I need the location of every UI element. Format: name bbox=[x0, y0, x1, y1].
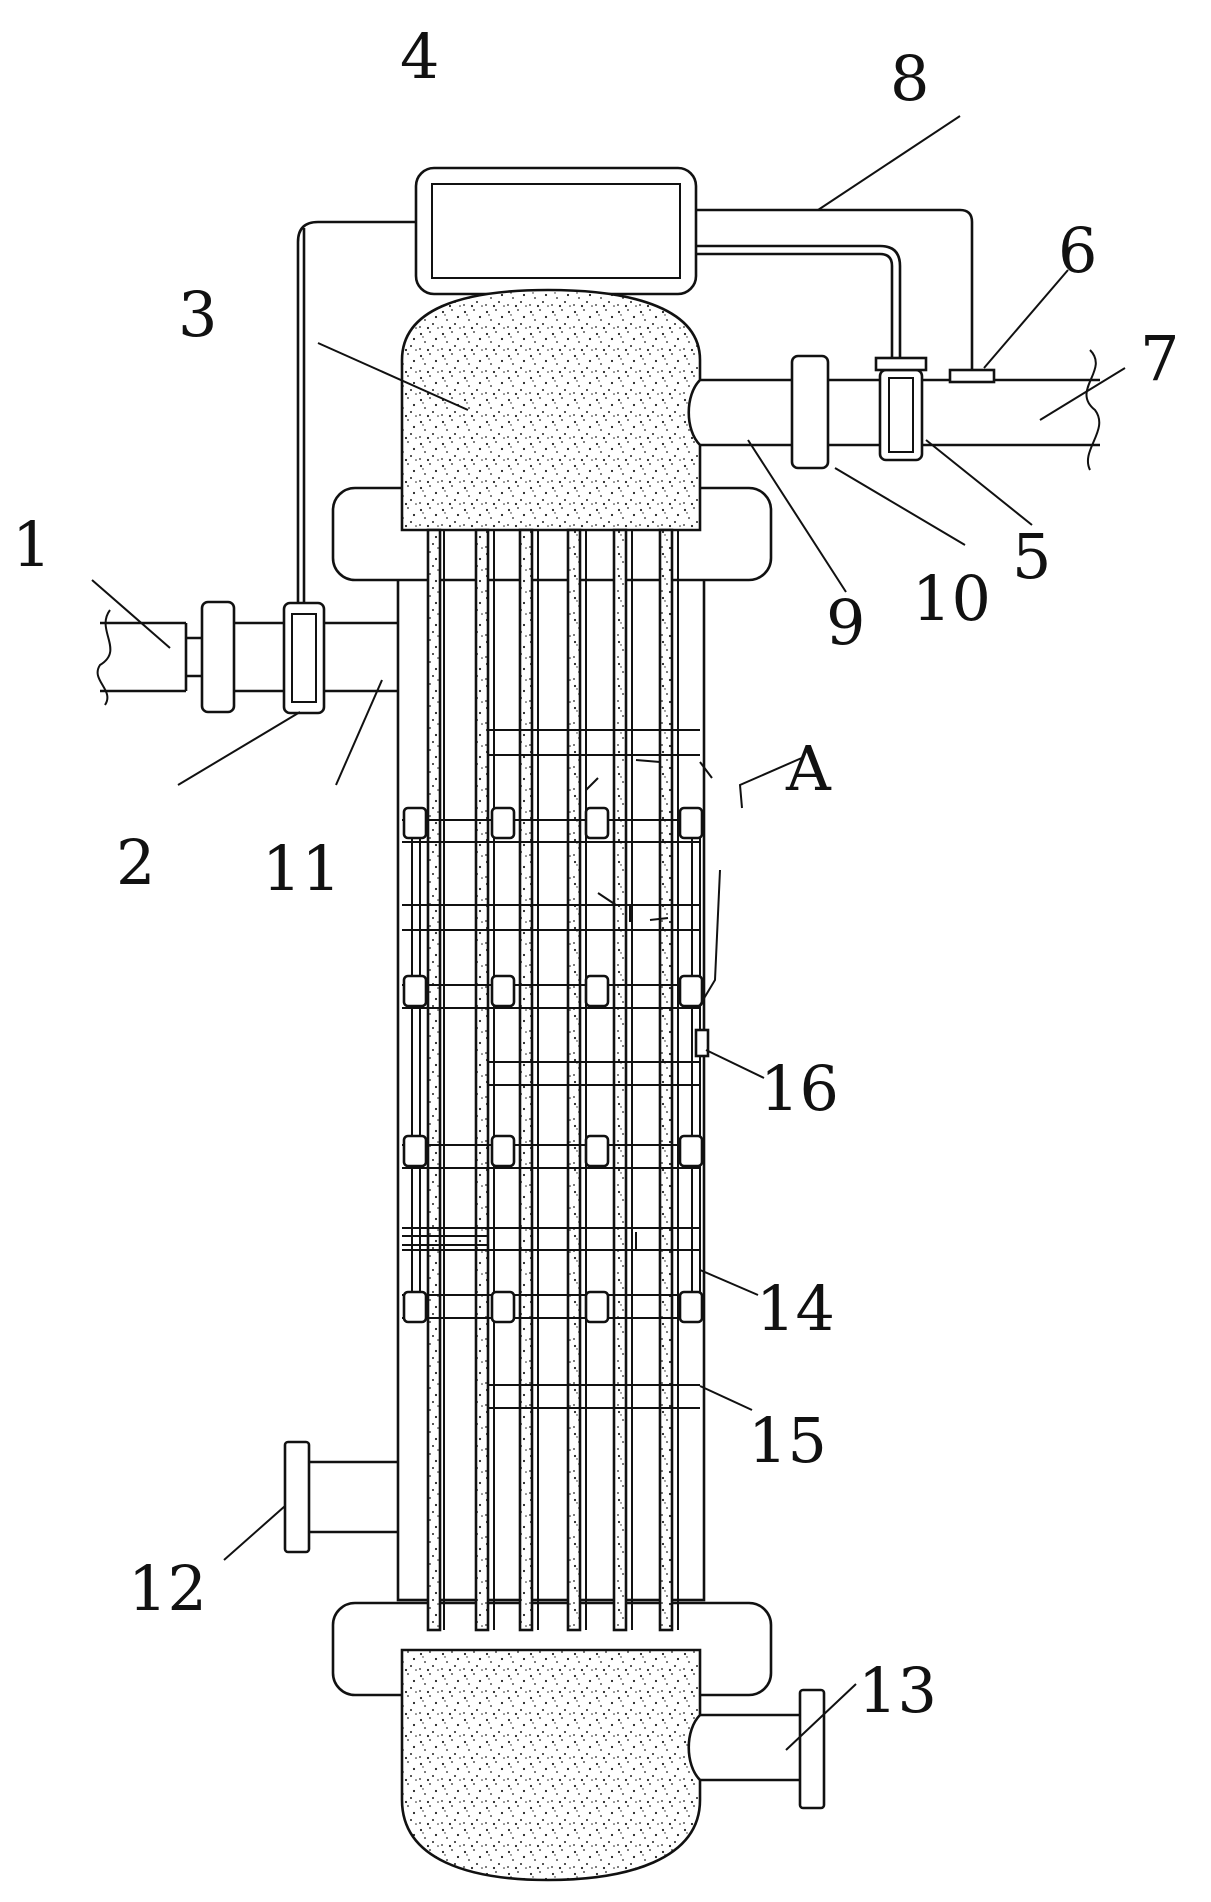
label-8: 8 bbox=[890, 42, 929, 115]
signal-lines bbox=[296, 208, 974, 603]
tube-bundle bbox=[426, 528, 679, 1632]
bolts bbox=[402, 806, 704, 1324]
label-14: 14 bbox=[756, 1272, 835, 1345]
leader-lines bbox=[91, 115, 1126, 1751]
controller-box bbox=[414, 166, 698, 296]
label-5: 5 bbox=[1012, 520, 1051, 593]
label-1: 1 bbox=[12, 508, 51, 581]
side-nozzle bbox=[283, 1440, 398, 1554]
outlet-flowmeter bbox=[874, 356, 928, 462]
temperature-sensor bbox=[948, 368, 996, 384]
upper-head bbox=[400, 288, 702, 532]
outlet-pipe bbox=[700, 349, 1101, 471]
label-12: 12 bbox=[128, 1552, 207, 1625]
label-3: 3 bbox=[178, 278, 217, 351]
label-4: 4 bbox=[400, 20, 439, 93]
bottom-nozzle bbox=[700, 1688, 826, 1810]
label-2: 2 bbox=[116, 826, 155, 899]
inlet-pipe bbox=[96, 600, 413, 714]
label-7: 7 bbox=[1140, 322, 1179, 395]
lower-head bbox=[400, 1648, 702, 1882]
label-11: 11 bbox=[262, 832, 341, 905]
label-a: A bbox=[785, 732, 832, 805]
label-6: 6 bbox=[1058, 214, 1097, 287]
inlet-flowmeter bbox=[282, 601, 326, 715]
pressure-sensor bbox=[694, 1028, 710, 1058]
label-13: 13 bbox=[858, 1654, 937, 1727]
shell bbox=[331, 486, 773, 1697]
detail-a-marks bbox=[579, 759, 721, 1250]
label-10: 10 bbox=[912, 562, 991, 635]
label-9: 9 bbox=[826, 586, 865, 659]
label-15: 15 bbox=[748, 1404, 827, 1477]
label-16: 16 bbox=[760, 1052, 839, 1125]
part-labels: 1 2 11 3 4 8 6 7 5 10 9 A 16 14 15 12 13 bbox=[12, 20, 1179, 1727]
baffles bbox=[402, 729, 701, 1409]
